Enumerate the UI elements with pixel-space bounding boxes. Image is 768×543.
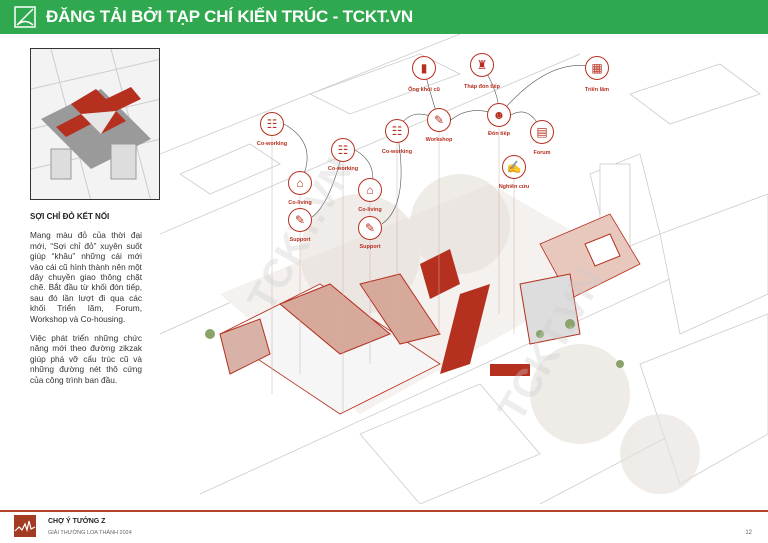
node-label: Co-working: [381, 149, 413, 155]
coworking-icon: ☷: [260, 112, 284, 136]
site-key-plan: [30, 48, 160, 200]
tower-icon: ♜: [470, 53, 494, 77]
support-icon: ✎: [288, 208, 312, 232]
chimney-icon: ▮: [412, 56, 436, 80]
research-icon: ✍: [502, 155, 526, 179]
node-label: Ống khói cũ: [408, 87, 440, 93]
home-icon: ⌂: [358, 178, 382, 202]
section-heading: SỢI CHỈ ĐỎ KẾT NỐI: [30, 212, 110, 221]
header-bar: ĐĂNG TẢI BỞI TẠP CHÍ KIẾN TRÚC - TCKT.VN: [0, 0, 768, 34]
node-label: Tháp đón tiếp: [463, 84, 501, 90]
footer-divider: [0, 510, 768, 512]
node-label: Nghiên cứu: [498, 184, 530, 190]
description-panel: SỢI CHỈ ĐỎ KẾT NỐI Mang màu đỏ của thời …: [30, 212, 142, 394]
node-label: Co-working: [327, 166, 359, 172]
page-number: 12: [745, 530, 752, 536]
node-label: Support: [359, 244, 381, 250]
forum-icon: ▤: [530, 120, 554, 144]
node-label: Co-working: [256, 141, 288, 147]
node-label: Đón tiếp: [488, 131, 510, 137]
tckt-logo-icon: [14, 6, 36, 28]
support-icon: ✎: [358, 216, 382, 240]
node-label: Triển lãm: [584, 87, 610, 93]
node-label: Support: [289, 237, 311, 243]
home-icon: ⌂: [288, 171, 312, 195]
node-label: Workshop: [425, 137, 453, 143]
page-header-title: ĐĂNG TẢI BỞI TẠP CHÍ KIẾN TRÚC - TCKT.VN: [46, 7, 413, 26]
node-label: Forum: [533, 150, 551, 156]
coworking-icon: ☷: [385, 119, 409, 143]
description-paragraph-2: Việc phát triển những chức năng mới theo…: [30, 333, 142, 385]
project-logo-icon: [14, 515, 36, 537]
reception-icon: ☻: [487, 103, 511, 127]
footer-subtitle: GIẢI THƯỞNG LOA THÀNH 2024: [48, 530, 132, 536]
coworking-icon: ☷: [331, 138, 355, 162]
node-label: Co-living: [358, 207, 382, 213]
workshop-icon: ✎: [427, 108, 451, 132]
node-label: Co-living: [288, 200, 312, 206]
footer-title: CHỢ Ý TƯỞNG Z: [48, 518, 106, 525]
axonometric-site-drawing: TCKT.VN TCKT.VN: [160, 34, 768, 504]
exhibition-icon: ▦: [585, 56, 609, 80]
description-paragraph-1: Mang màu đỏ của thời đại mới, “Sợi chỉ đ…: [30, 230, 142, 324]
